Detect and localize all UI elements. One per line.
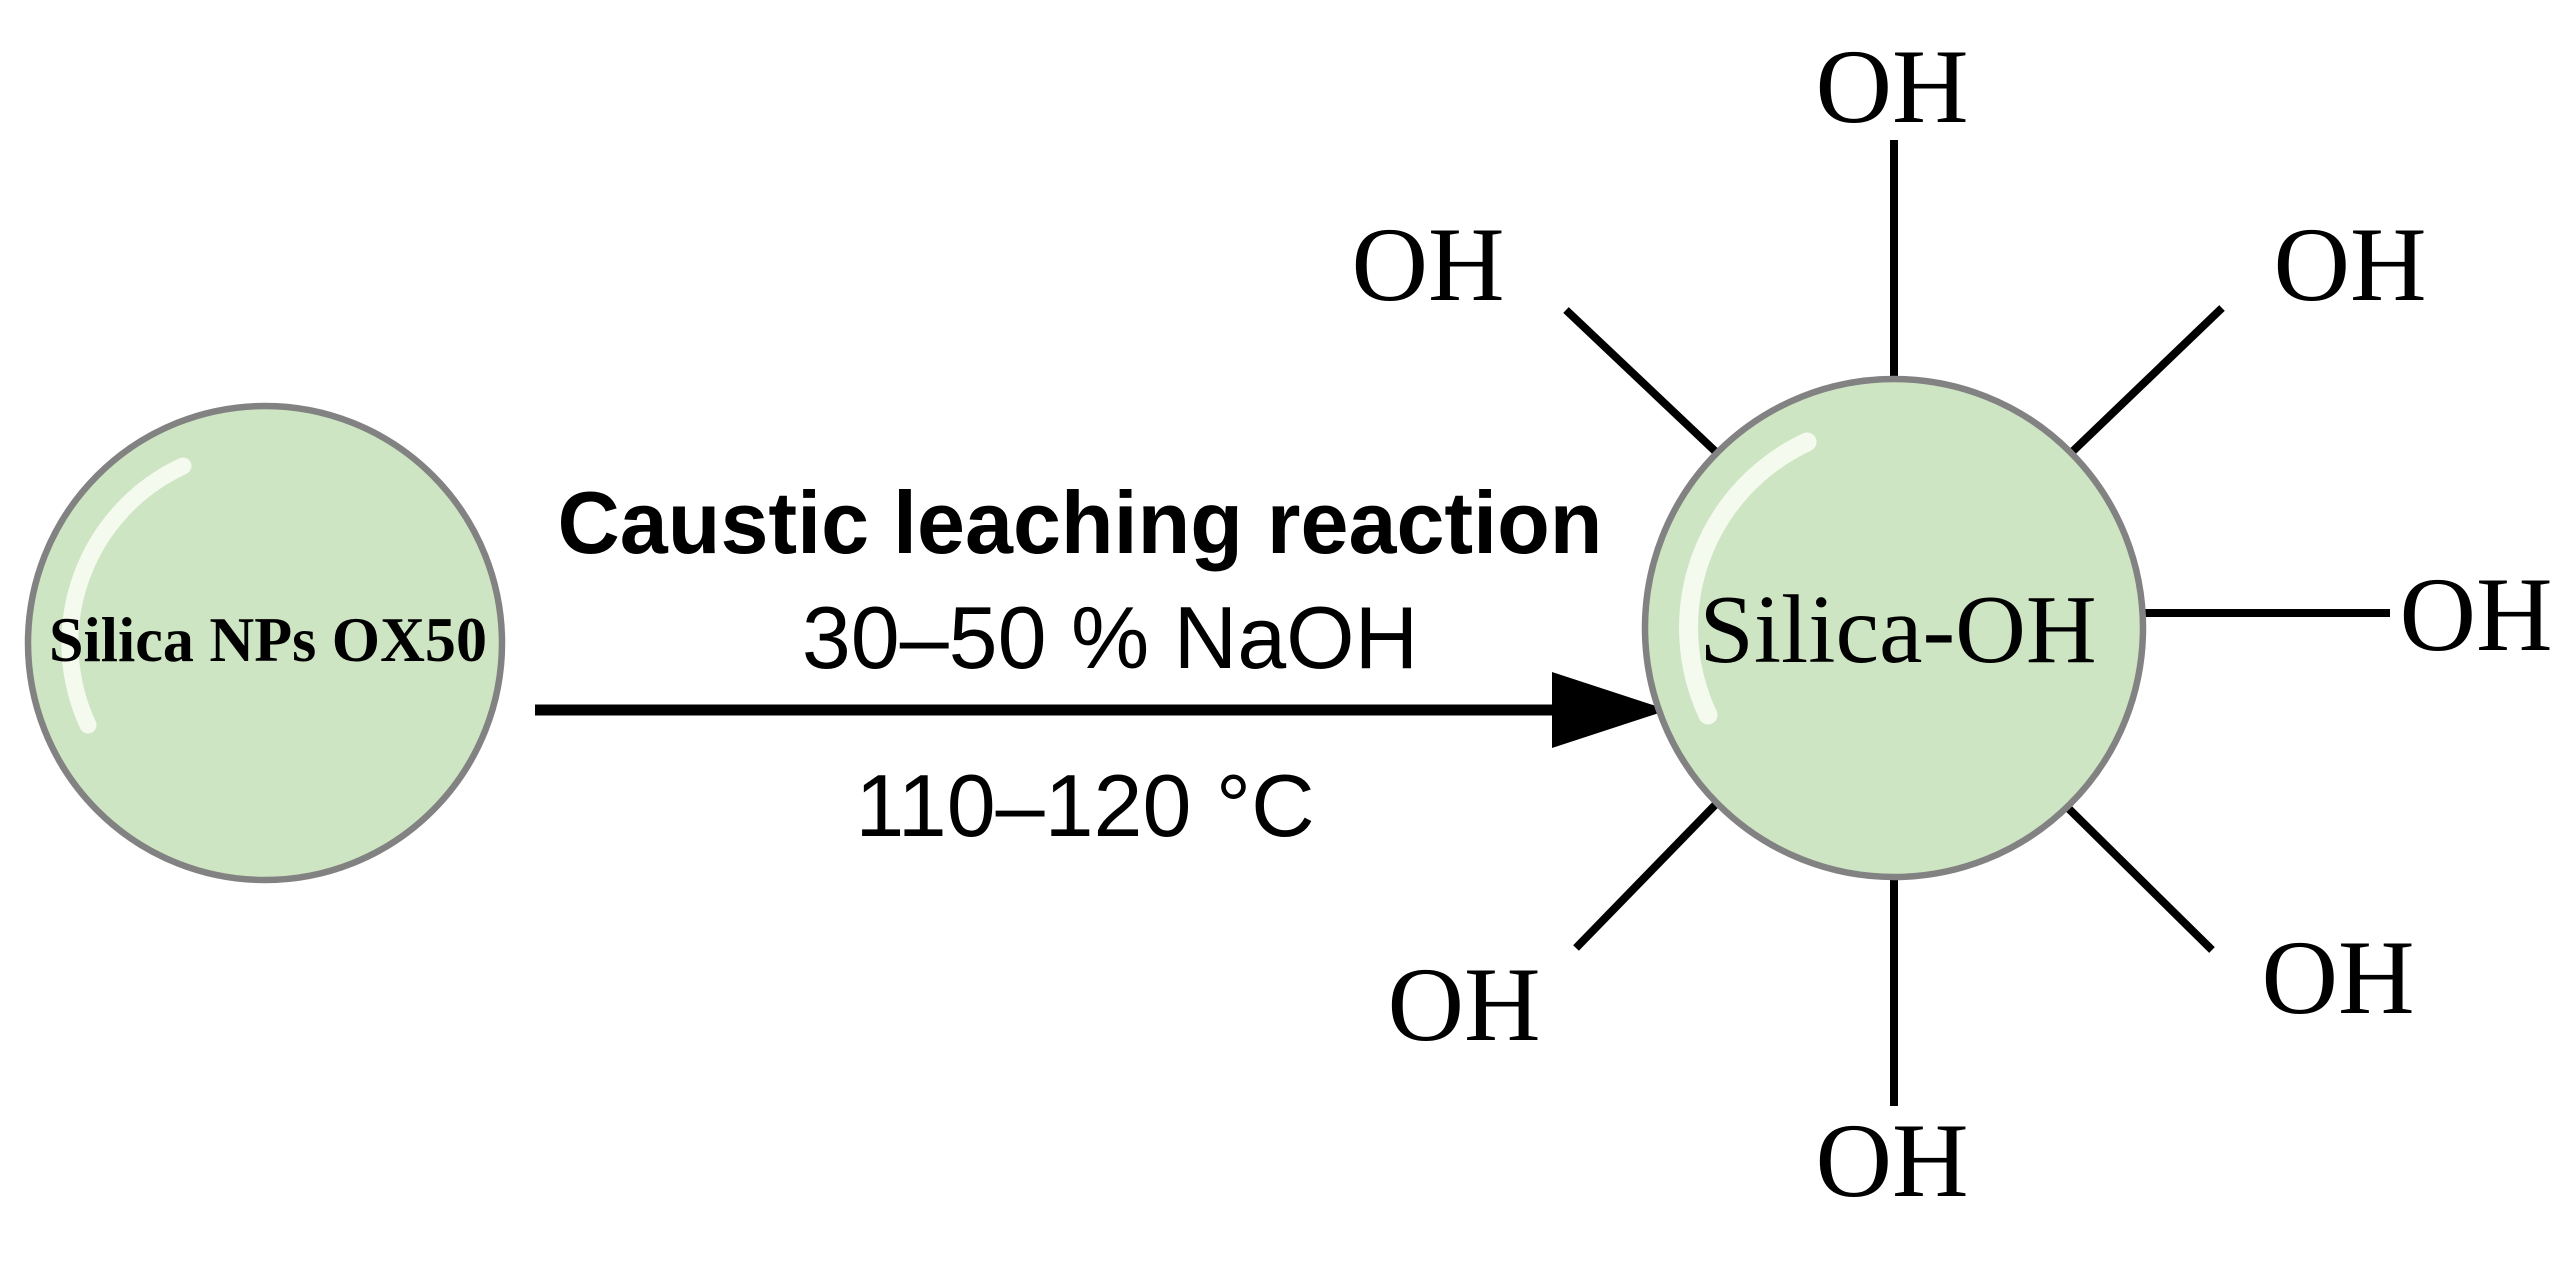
reaction-arrow-head bbox=[1552, 672, 1668, 748]
oh-label-top: OH bbox=[1815, 28, 1968, 145]
reaction-title: Caustic leaching reaction bbox=[558, 473, 1603, 572]
oh-label-bottom: OH bbox=[1815, 1102, 1968, 1219]
oh-label-upper-right: OH bbox=[2273, 206, 2426, 323]
oh-label-lower-left: OH bbox=[1387, 946, 1540, 1063]
specular-highlight-left bbox=[61, 457, 192, 734]
bond-line-upper-left bbox=[1563, 307, 1719, 455]
silica-np-circle bbox=[24, 402, 506, 884]
reaction-reagent: 30–50 % NaOH bbox=[802, 588, 1418, 687]
right-particle-label: Silica-OH bbox=[1699, 576, 2096, 684]
left-particle-label: Silica NPs OX50 bbox=[49, 604, 487, 675]
specular-highlight-right bbox=[1679, 432, 1817, 725]
oh-label-right: OH bbox=[2399, 556, 2552, 673]
oh-label-lower-right: OH bbox=[2261, 919, 2414, 1036]
reaction-temperature: 110–120 °C bbox=[855, 756, 1314, 855]
bond-line-lower-left bbox=[1573, 799, 1721, 951]
bond-line-lower-right bbox=[2063, 803, 2215, 953]
bond-line-upper-right bbox=[2069, 305, 2225, 455]
silica-oh-circle bbox=[1641, 375, 2147, 881]
oh-label-upper-left: OH bbox=[1351, 206, 1504, 323]
